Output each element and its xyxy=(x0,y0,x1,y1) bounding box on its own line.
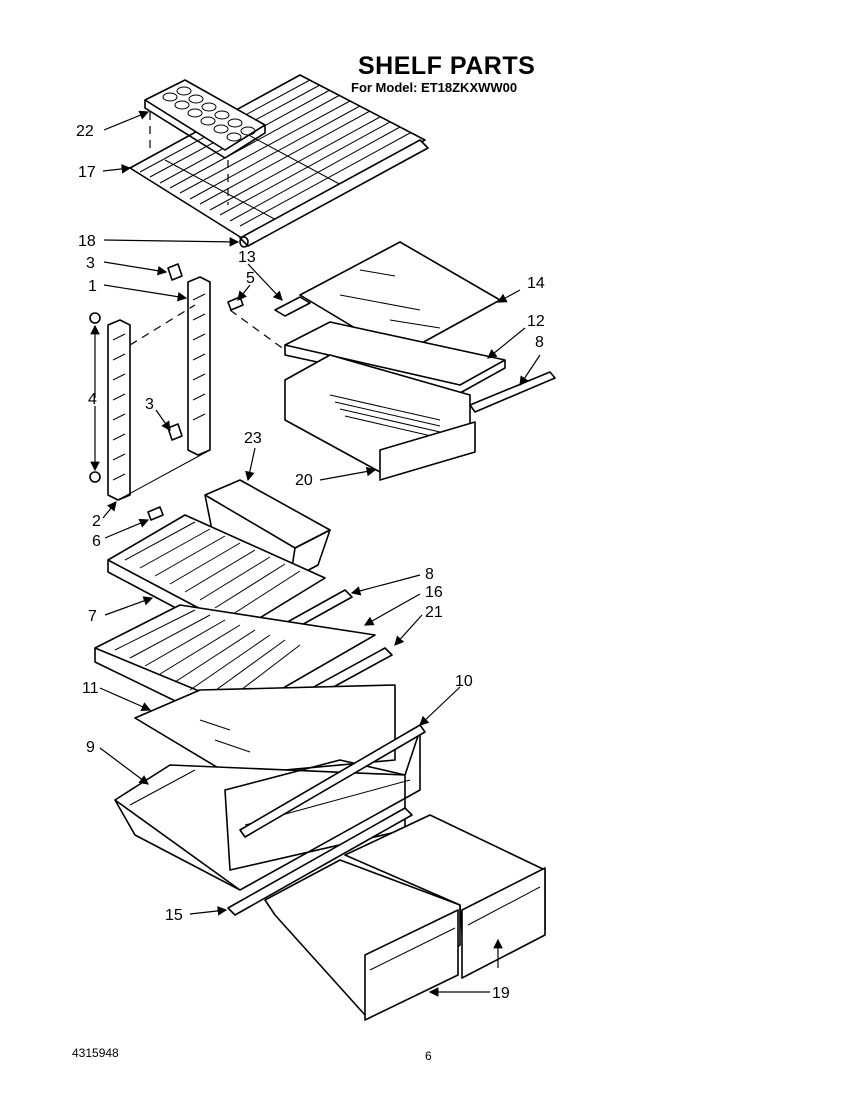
callout-5: 5 xyxy=(246,270,255,287)
crisper-drawers-19 xyxy=(264,814,546,1021)
crisper-drawer-20 xyxy=(284,354,556,481)
page-number: 6 xyxy=(425,1049,432,1063)
rail-15 xyxy=(227,807,413,916)
callout-2: 2 xyxy=(92,513,101,530)
model-subtitle: For Model: ET18ZKXWW00 xyxy=(351,80,518,95)
callout-1: 1 xyxy=(88,278,97,295)
callout-22: 22 xyxy=(76,123,94,140)
callout-6: 6 xyxy=(92,533,101,550)
document-number: 4315948 xyxy=(72,1046,119,1060)
callout-8-upper: 8 xyxy=(535,334,544,351)
callout-8-lower: 8 xyxy=(425,566,434,583)
ice-tray xyxy=(144,79,266,205)
callout-21: 21 xyxy=(425,604,443,621)
glass-cover-11 xyxy=(134,684,396,776)
callout-7: 7 xyxy=(88,608,97,625)
page-title: SHELF PARTS xyxy=(358,52,536,80)
shelf-ladder-right xyxy=(117,263,286,521)
shelf-ladder-left xyxy=(89,312,131,501)
callout-18: 18 xyxy=(78,233,96,250)
callout-14: 14 xyxy=(527,275,545,292)
callout-20: 20 xyxy=(295,472,313,489)
callout-15: 15 xyxy=(165,907,183,924)
callout-17: 17 xyxy=(78,164,96,181)
leader-lines xyxy=(90,110,541,997)
shelf-trim-18 xyxy=(239,139,429,248)
callout-labels: 22 17 18 3 13 5 14 1 12 8 4 3 23 20 2 6 … xyxy=(76,123,545,1002)
callout-3-upper: 3 xyxy=(86,255,95,272)
callout-3-lower: 3 xyxy=(145,396,154,413)
meat-pan-9 xyxy=(114,724,426,891)
callout-11: 11 xyxy=(82,680,99,697)
callout-13: 13 xyxy=(238,249,256,266)
callout-12: 12 xyxy=(527,313,545,330)
callout-10: 10 xyxy=(455,673,473,690)
callout-9: 9 xyxy=(86,739,95,756)
callout-4: 4 xyxy=(88,391,97,408)
wire-shelf-top xyxy=(129,74,426,241)
callout-19: 19 xyxy=(492,985,510,1002)
callout-16: 16 xyxy=(425,584,443,601)
callout-23: 23 xyxy=(244,430,262,447)
